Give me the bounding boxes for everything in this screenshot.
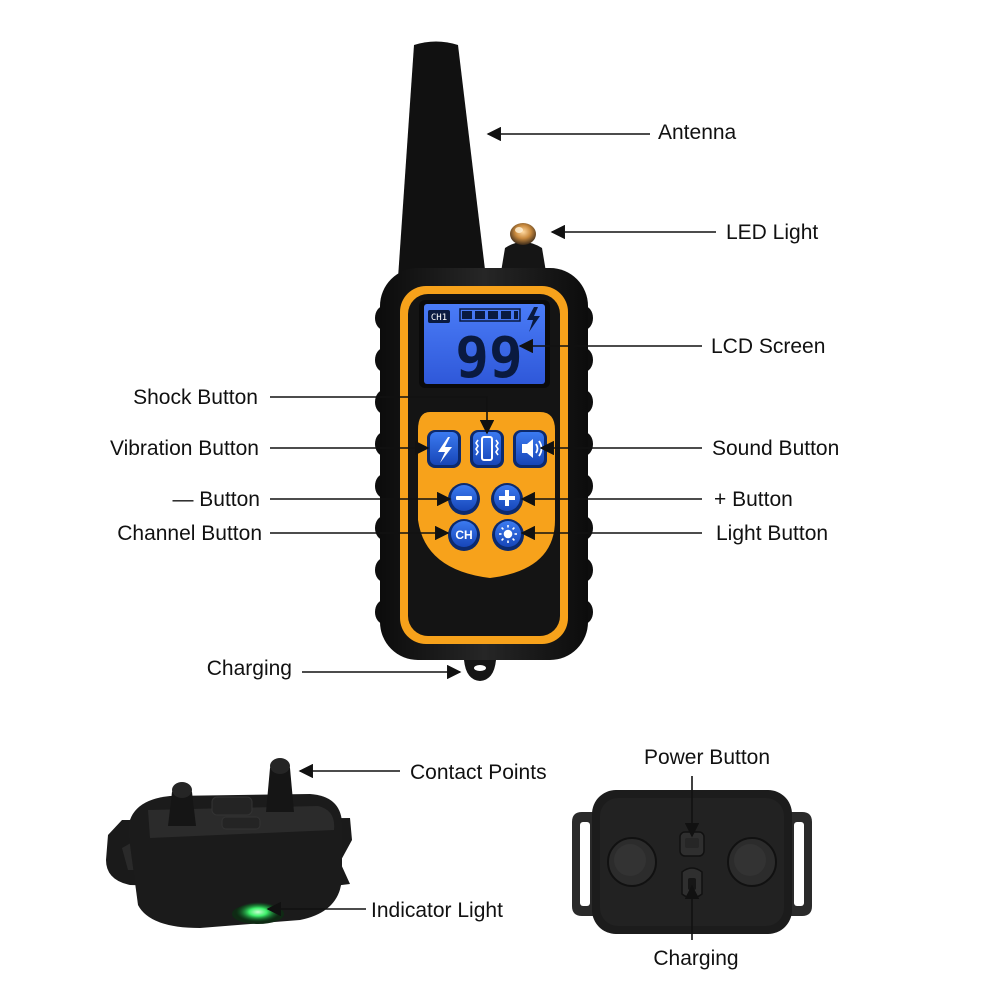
label-indicator-light: Indicator Light — [371, 899, 503, 922]
charging-port — [464, 660, 496, 681]
label-vibration-button: Vibration Button — [110, 437, 259, 460]
contact-point-right — [266, 758, 294, 812]
minus-button[interactable] — [448, 483, 480, 515]
channel-button[interactable]: CH — [448, 519, 480, 551]
label-antenna: Antenna — [658, 121, 737, 144]
label-sound-button: Sound Button — [712, 437, 839, 460]
minus-icon — [456, 496, 472, 500]
label-plus-button: + Button — [714, 488, 793, 511]
contact-pad-right — [727, 837, 777, 887]
lcd-channel: CH1 — [431, 313, 447, 323]
label-lcd-screen: LCD Screen — [711, 335, 825, 358]
lcd-shock-icon — [527, 307, 540, 332]
label-led-light: LED Light — [726, 221, 818, 244]
battery-bars-icon — [459, 308, 521, 322]
label-minus-button: — Button — [172, 488, 260, 511]
sound-button[interactable] — [513, 430, 547, 468]
label-channel-button: Channel Button — [117, 522, 262, 545]
contact-point-left — [168, 782, 196, 826]
label-charging-collar: Charging — [653, 947, 738, 970]
antenna — [398, 41, 486, 278]
label-light-button: Light Button — [716, 522, 828, 545]
label-shock-button: Shock Button — [133, 386, 258, 409]
light-button[interactable] — [492, 519, 524, 551]
lcd-level: 99 — [455, 326, 522, 391]
vibration-button[interactable] — [470, 430, 504, 468]
contact-pad-left — [607, 837, 657, 887]
label-contact-points: Contact Points — [410, 761, 547, 784]
callout-labels: Antenna LED Light LCD Screen Shock Butto… — [110, 121, 839, 970]
leader-lines — [266, 126, 716, 940]
shock-button[interactable] — [427, 430, 461, 468]
channel-key-label: CH — [455, 528, 472, 542]
label-charging-remote: Charging — [207, 657, 292, 680]
leader-shock-button — [270, 396, 495, 435]
collar-receiver — [106, 758, 352, 928]
label-power-button: Power Button — [644, 746, 770, 769]
plus-button[interactable] — [491, 483, 523, 515]
remote-transmitter: CH1 99 — [375, 41, 593, 681]
sun-icon — [499, 525, 517, 543]
vibration-icon — [475, 436, 499, 461]
lightning-icon — [438, 437, 452, 463]
plus-icon — [499, 490, 515, 506]
lcd-screen: CH1 99 — [419, 300, 550, 391]
